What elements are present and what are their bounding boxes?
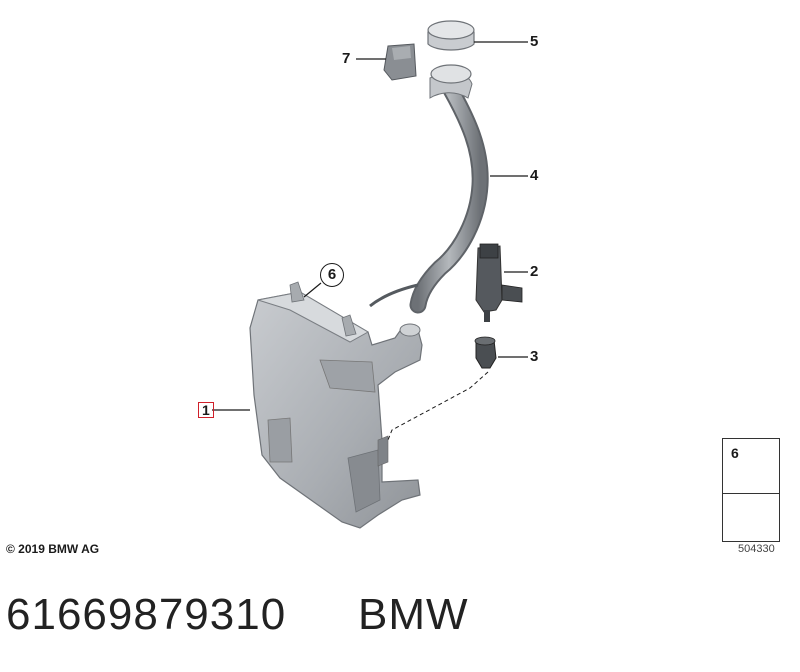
brand-name: BMW <box>358 590 469 639</box>
copyright-text: © 2019 BMW AG <box>6 542 100 556</box>
part-number: 61669879310 <box>6 590 287 639</box>
filler-cap <box>427 20 475 51</box>
reservoir-tank <box>249 281 423 529</box>
callout-5: 5 <box>530 33 539 50</box>
bracket-clip <box>383 43 417 81</box>
washer-pump <box>475 243 523 322</box>
callout-3: 3 <box>530 348 539 365</box>
legend-divider <box>723 493 779 494</box>
legend-box: 6 <box>722 438 780 542</box>
legend-number: 6 <box>731 445 739 461</box>
diagram-code: 504330 <box>738 543 775 555</box>
filler-hose <box>369 64 489 314</box>
callout-4: 4 <box>530 167 539 184</box>
assembly-dashed-line <box>387 371 489 441</box>
callout-6: 6 <box>320 263 344 287</box>
grommet <box>474 336 497 369</box>
callout-2: 2 <box>530 263 539 280</box>
leader-lines <box>212 41 528 411</box>
callout-7: 7 <box>342 50 351 67</box>
callout-1: 1 <box>198 402 214 418</box>
